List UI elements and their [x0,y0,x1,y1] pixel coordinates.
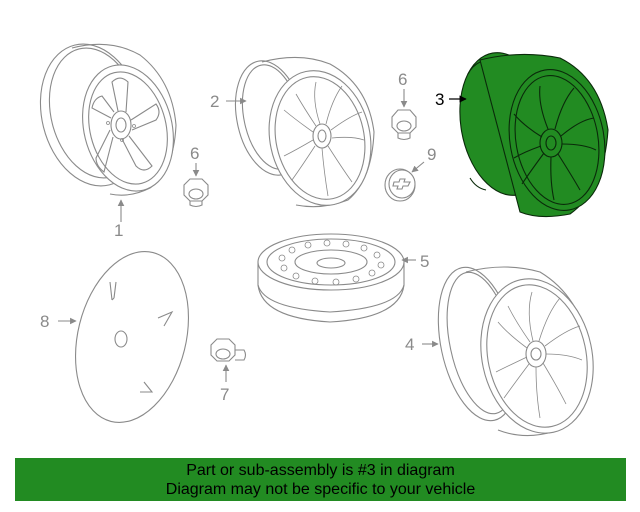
callout-3: 3 [435,90,444,109]
wheel-cover-part-8[interactable] [59,240,206,435]
center-cap-part-9[interactable] [384,168,416,202]
callout-8: 8 [40,312,49,331]
lug-nut-part-6-lower[interactable] [183,178,209,208]
wheel-part-1[interactable] [26,33,186,201]
callout-9: 9 [427,145,436,164]
callout-6-lower: 6 [190,144,199,163]
banner-line-1: Part or sub-assembly is #3 in diagram [186,462,455,479]
callout-2: 2 [210,92,219,111]
callout-1: 1 [114,221,123,240]
spare-wheel-part-5[interactable] [257,233,405,323]
wheel-part-4[interactable] [426,260,607,444]
wheel-part-3-highlighted[interactable] [449,45,615,218]
wheel-part-2[interactable] [226,54,383,215]
callout-6-upper: 6 [398,70,407,89]
diagram-notice-banner: Part or sub-assembly is #3 in diagram Di… [15,458,626,501]
lug-nut-part-6-upper[interactable] [391,109,417,141]
callout-7: 7 [220,385,229,404]
callout-4: 4 [405,335,414,354]
lug-nut-part-7[interactable] [210,338,247,362]
callout-5: 5 [420,252,429,271]
banner-line-2: Diagram may not be specific to your vehi… [165,481,476,498]
